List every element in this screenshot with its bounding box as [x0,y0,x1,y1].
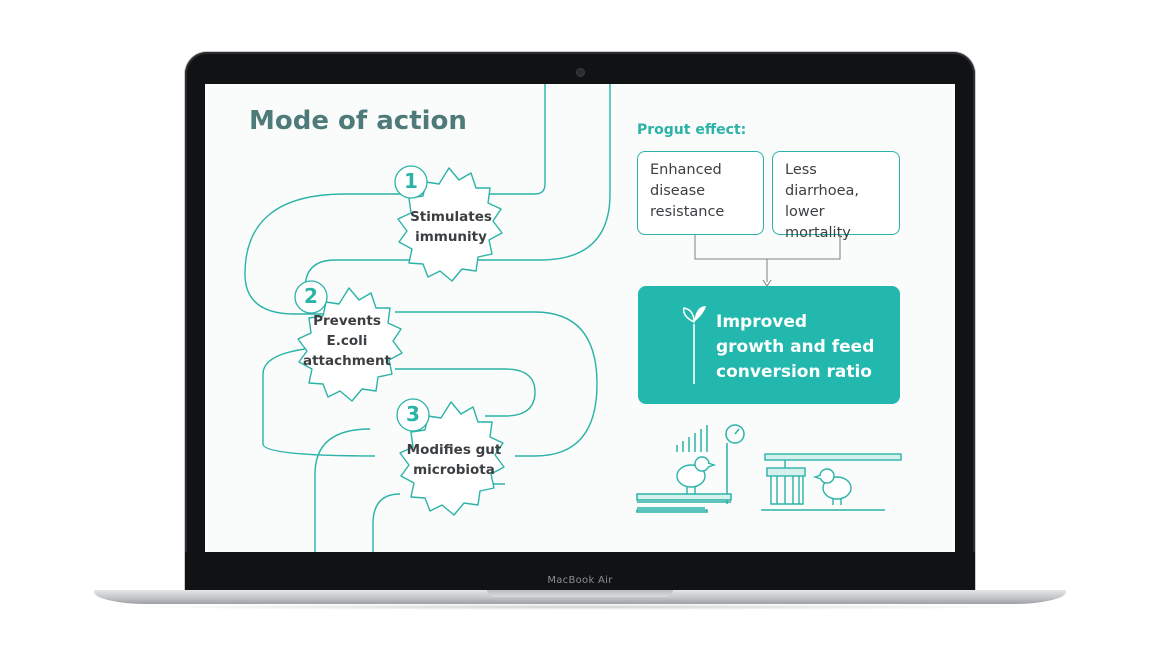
screen-chin [185,552,975,592]
slide-screen: 1 2 3 Stimulates immunity Prevents E.col… [205,84,955,552]
base-notch [487,590,673,597]
sprout-icon [682,306,706,384]
step-number-circle [294,280,328,314]
gear-icon [297,287,403,402]
result-box: Improved growth and feed conversion rati… [638,286,900,404]
step-number-circle [396,398,430,432]
camera-icon [576,68,585,77]
effect-box-2: Less diarrhoea, lower mortality [772,151,900,241]
result-text: Improved growth and feed conversion rati… [716,312,875,382]
step-2-label: Prevents E.coli attachment [302,313,392,369]
slide-title: Mode of action [249,106,467,136]
scale-gauge-icon [636,424,745,513]
step-3-number: 3 [406,402,420,426]
gear-icon [399,401,505,516]
step-3-label: Modifies gut microbiota [406,442,502,478]
brand-label: MacBook Air [547,575,613,586]
effect-box-1: Enhanced disease resistance [637,151,764,235]
chick-icon [676,456,717,494]
laptop-base [94,590,1066,604]
step-number-circle [394,165,428,199]
effect-title: Progut effect: [637,122,747,138]
step-2-number: 2 [304,284,318,308]
chick-icon [812,468,852,505]
farm-illustration [636,424,902,513]
bar-chart-icon [676,425,708,452]
gear-icon [397,167,503,282]
feeder-icon [761,453,902,511]
step-1-number: 1 [404,169,418,193]
base-shadow [110,604,1050,610]
step-1-label: Stimulates immunity [410,209,492,245]
